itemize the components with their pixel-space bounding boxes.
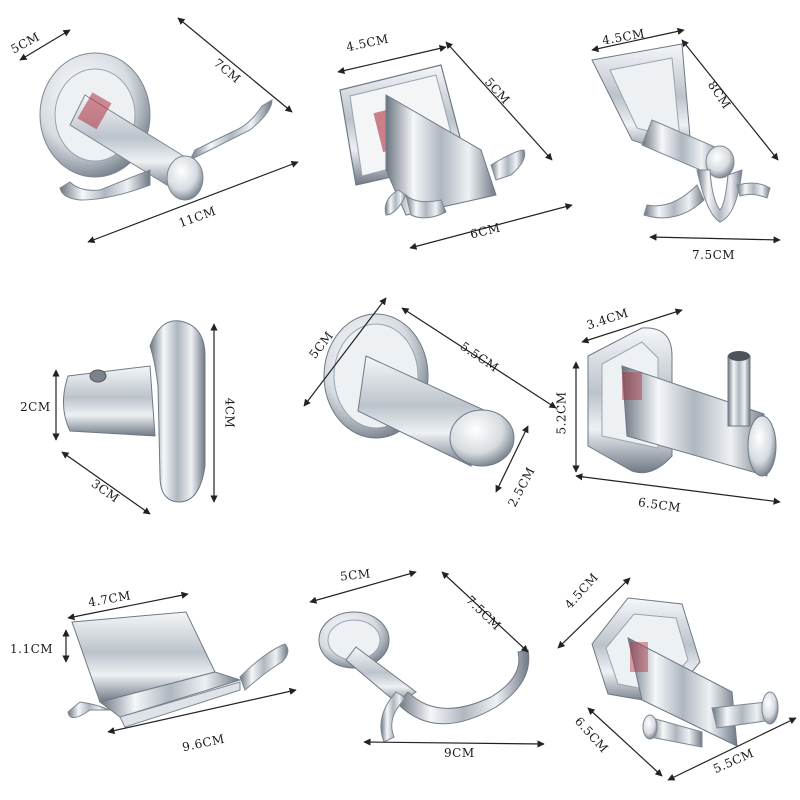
product-square-double-hook: 4.5CM 5CM 6CM <box>266 0 573 266</box>
round-curved-hook-illustration <box>318 611 530 743</box>
trapezoid-double-hook-illustration <box>591 43 771 223</box>
dimension-label: 4CM <box>222 397 237 429</box>
square-pin-hook-dimension-lines <box>572 308 781 505</box>
curved-single-hook-illustration <box>63 320 206 503</box>
dimension-label: 2CM <box>20 400 51 414</box>
dimension-label: 5.2CM <box>554 391 569 435</box>
product-square-pin-hook: 3.4CM 5.2CM 6.5CM <box>532 266 798 532</box>
round-curved-hook-dimension-lines <box>309 570 545 748</box>
product-round-single-hook: 5CM 5.5CM 2.5CM <box>266 266 557 532</box>
product-round-double-hook: 5CM 7CM 11CM <box>0 0 299 266</box>
flat-double-hook-dimension-lines <box>62 591 297 735</box>
product-flat-double-hook: 4.7CM 1.1CM 9.6CM <box>0 532 297 798</box>
hexagon-double-hook-dimension-lines <box>557 577 797 781</box>
dimension-label: 7.5CM <box>692 248 736 262</box>
trapezoid-double-hook-dimension-lines <box>591 27 781 244</box>
dimension-label: 9CM <box>444 746 475 760</box>
square-double-hook-illustration <box>339 64 526 219</box>
square-double-hook-dimension-lines <box>337 41 573 250</box>
product-round-curved-hook: 5CM 7.5CM 9CM <box>266 532 545 798</box>
product-trapezoid-double-hook: 4.5CM 8CM 7.5CM <box>532 0 798 266</box>
product-curved-single-hook: 2CM 4CM 3CM <box>0 266 266 532</box>
product-hexagon-double-hook: 4.5CM 6.5CM 5.5CM <box>532 532 798 798</box>
square-pin-hook-illustration <box>587 327 777 477</box>
round-double-hook-dimension-lines <box>19 17 299 244</box>
round-single-hook-dimension-lines <box>303 297 557 493</box>
dimension-label: 1.1CM <box>10 642 54 656</box>
curved-single-hook-dimension-lines <box>52 323 218 515</box>
